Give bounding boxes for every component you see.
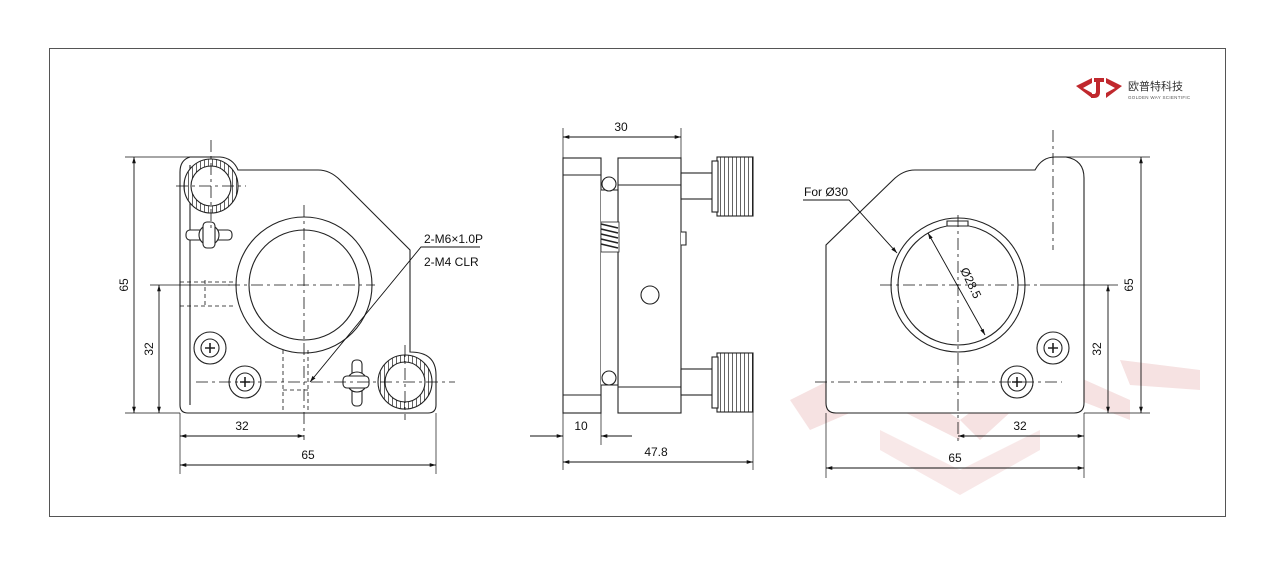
- side-bridge: [601, 189, 619, 386]
- dim-side-top-label: 30: [614, 120, 628, 134]
- callout-thread: 2-M6×1.0P: [424, 232, 483, 246]
- dim-center-height-label: 32: [142, 342, 156, 356]
- spring-icon: [600, 221, 620, 253]
- front-view: 2-M6×1.0P 2-M4 CLR 65 32 32 65: [117, 140, 483, 474]
- callout-leader-front: [309, 246, 480, 383]
- rear-dim-center-width-label: 32: [1013, 419, 1027, 433]
- side-view: 30 10 47.8: [530, 120, 754, 470]
- dim-offset-label: 10: [574, 419, 588, 433]
- dim-height-label: 65: [117, 278, 131, 292]
- rear-screw-right: [1036, 331, 1070, 365]
- ball-bearing-bottom: [601, 370, 617, 386]
- callout-leader-rear: [803, 199, 898, 254]
- brand-name-cn: 欧普特科技: [1128, 79, 1183, 93]
- dim-side-bottom-label: 47.8: [644, 445, 668, 459]
- dim-center-width-label: 32: [235, 419, 249, 433]
- mount-screw-left: [193, 331, 227, 365]
- brand-name-en: GOLDEN WAY SCIENTIFIC: [1128, 95, 1191, 100]
- side-knob-top: [680, 156, 754, 217]
- rear-view: Ø28.5 For Ø30 65 32 3: [803, 130, 1150, 478]
- side-front-plate: [562, 157, 602, 414]
- brand-mark-icon: [1076, 78, 1122, 98]
- dim-line-diameter: [927, 232, 986, 336]
- side-front-plate-step: [563, 174, 601, 396]
- side-knob-bottom: [680, 352, 754, 413]
- rear-dim-width-label: 65: [948, 451, 962, 465]
- dim-width-label: 65: [301, 448, 315, 462]
- rear-dim-center-height-label: 32: [1090, 342, 1104, 356]
- brand-logo: 欧普特科技 GOLDEN WAY SCIENTIFIC: [1076, 78, 1191, 100]
- callout-clearance: 2-M4 CLR: [424, 255, 479, 269]
- rear-dim-height-label: 65: [1122, 278, 1136, 292]
- hidden-hole-bottom: [282, 350, 309, 413]
- callout-lens-size: For Ø30: [804, 185, 848, 199]
- side-back-plate-step: [618, 184, 681, 388]
- drawing-frame: [49, 48, 1226, 517]
- lock-screw-top: [185, 221, 233, 249]
- ball-bearing-top: [601, 176, 617, 192]
- side-pin: [681, 231, 687, 246]
- hidden-hole-left: [180, 280, 236, 307]
- side-hole: [640, 285, 660, 305]
